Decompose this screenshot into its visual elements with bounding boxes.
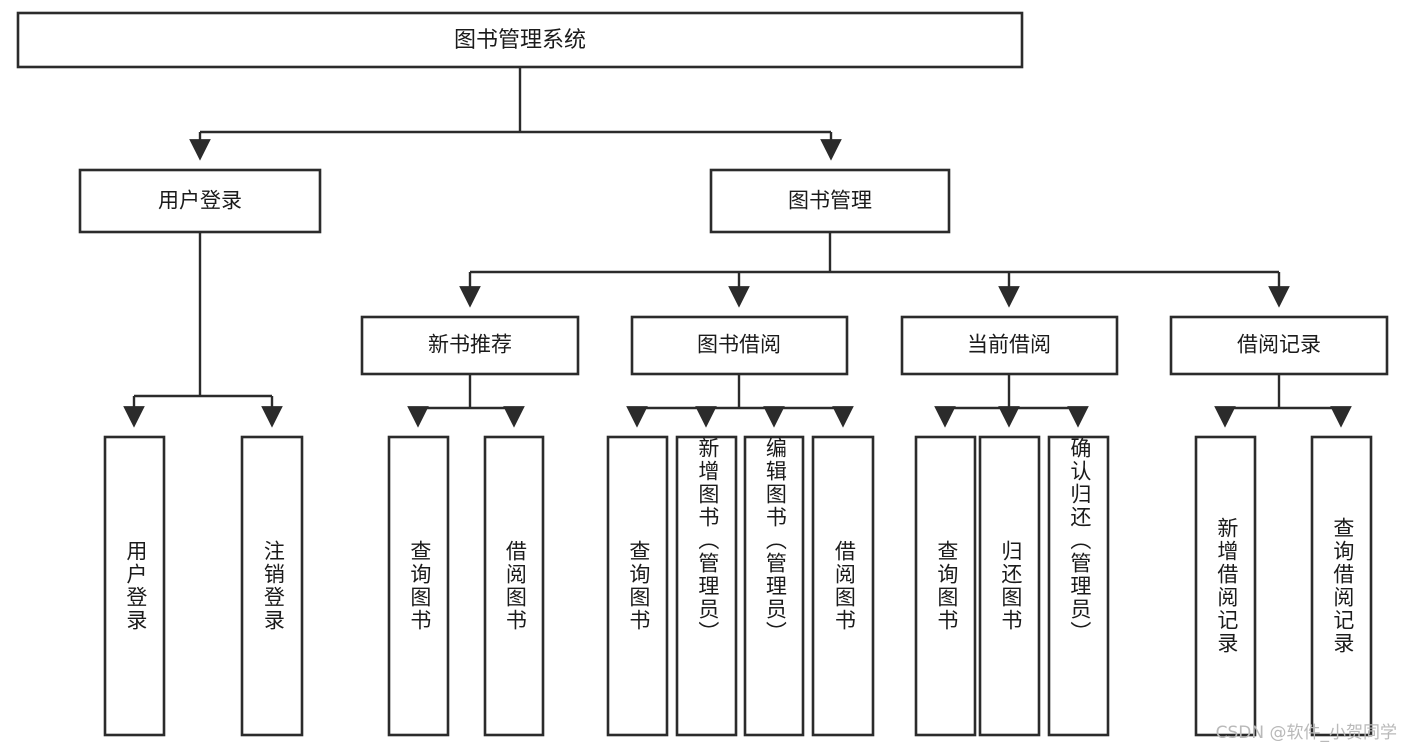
node-user-login-box xyxy=(78,168,322,234)
connector-borrow-record-to-leaves xyxy=(1214,374,1352,428)
node-book-borrow-label: 图书借阅 xyxy=(697,334,781,357)
leaf-confirm-return-admin-box[interactable] xyxy=(1047,435,1110,737)
leaf-logout-box[interactable] xyxy=(240,435,304,737)
node-root[interactable]: 图书管理系统 xyxy=(16,11,1024,69)
leaf-borrow-book-box[interactable] xyxy=(811,435,875,737)
leaf-return-book-box[interactable] xyxy=(978,435,1041,737)
node-book-manage[interactable]: 图书管理 xyxy=(709,168,951,234)
csdn-watermark: CSDN @软件_小贺同学 xyxy=(1215,723,1397,743)
connector-book-manage-to-level3 xyxy=(459,232,1290,308)
node-user-login[interactable]: 用户登录 xyxy=(78,168,322,234)
node-borrow-record-label: 借阅记录 xyxy=(1237,334,1321,357)
connector-book-borrow-to-leaves xyxy=(626,374,854,428)
leaf-query-book-current-box[interactable] xyxy=(914,435,977,737)
node-root-label: 图书管理系统 xyxy=(454,27,586,52)
leaf-add-book-admin-box[interactable] xyxy=(675,435,738,737)
leaf-user-login-box[interactable] xyxy=(103,435,166,737)
leaf-edit-book-admin-box[interactable] xyxy=(743,435,805,737)
node-borrow-record[interactable]: 借阅记录 xyxy=(1169,315,1389,376)
connector-user-login-to-leaves xyxy=(123,232,283,428)
node-book-borrow[interactable]: 图书借阅 xyxy=(630,315,849,376)
leaf-query-borrow-record-box[interactable] xyxy=(1310,435,1373,737)
node-current-borrow[interactable]: 当前借阅 xyxy=(900,315,1119,376)
node-root-box xyxy=(16,11,1024,69)
node-user-login-label: 用户登录 xyxy=(158,190,242,213)
leaf-query-book-recommend-box[interactable] xyxy=(387,435,450,737)
node-book-manage-label: 图书管理 xyxy=(788,190,872,213)
leaf-query-book-borrow-box[interactable] xyxy=(606,435,669,737)
node-new-book-recommend-box xyxy=(360,315,580,376)
leaf-add-borrow-record-box[interactable] xyxy=(1194,435,1257,737)
node-new-book-recommend-label: 新书推荐 xyxy=(428,334,512,357)
connector-current-borrow-to-leaves xyxy=(934,374,1089,428)
node-current-borrow-box xyxy=(900,315,1119,376)
node-current-borrow-label: 当前借阅 xyxy=(967,334,1051,357)
connector-root-to-level2 xyxy=(189,67,842,161)
node-new-book-recommend[interactable]: 新书推荐 xyxy=(360,315,580,376)
leaf-boxes xyxy=(103,435,1373,737)
leaf-borrow-book-recommend-box[interactable] xyxy=(483,435,545,737)
connector-new-book-recommend-to-leaves xyxy=(407,374,525,428)
